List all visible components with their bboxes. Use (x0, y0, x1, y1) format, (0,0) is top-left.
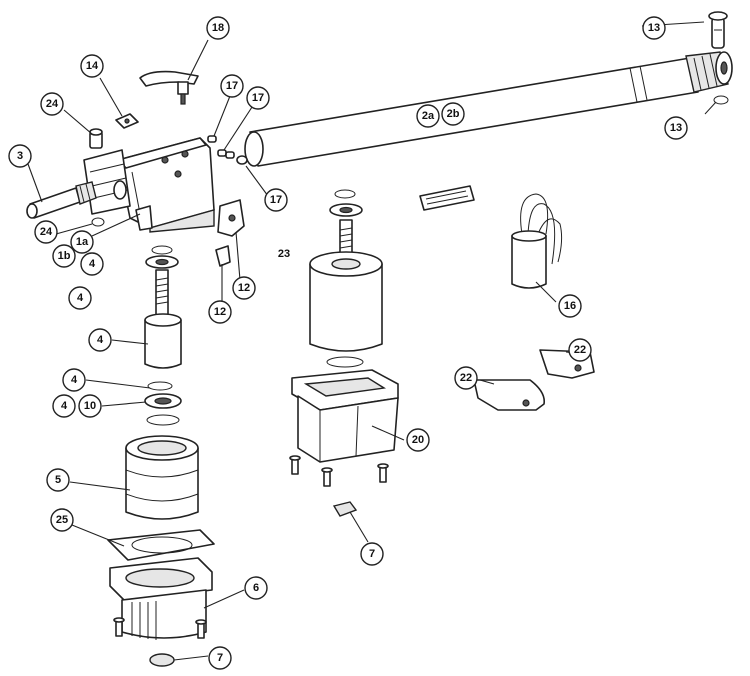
callout-6: 6 (244, 576, 268, 600)
svg-text:17: 17 (226, 80, 238, 92)
callout-1a: 1a (70, 230, 94, 254)
callout-1b: 1b (52, 244, 76, 268)
svg-text:4: 4 (97, 334, 104, 346)
svg-text:13: 13 (670, 122, 682, 134)
svg-text:1a: 1a (76, 236, 89, 248)
callout-14: 14 (80, 54, 104, 78)
callout-24-top: 24 (40, 92, 64, 116)
rod-end-pin-icon (708, 11, 728, 49)
svg-text:3: 3 (17, 150, 23, 162)
svg-text:4: 4 (61, 400, 68, 412)
gearbox-head-icon (83, 137, 215, 233)
callout-25: 25 (50, 508, 74, 532)
svg-text:1b: 1b (58, 250, 71, 262)
svg-text:5: 5 (55, 474, 61, 486)
svg-text:7: 7 (369, 548, 375, 560)
callout-3: 3 (8, 144, 32, 168)
bearing-washer-icon (329, 189, 363, 217)
callout-12-b: 12 (208, 300, 232, 324)
mount-bracket-icon (215, 199, 245, 267)
callout-10: 10 (78, 394, 102, 418)
callout-5: 5 (46, 468, 70, 492)
callout-13-top: 13 (642, 16, 666, 40)
svg-text:16: 16 (564, 300, 576, 312)
svg-text:10: 10 (84, 400, 96, 412)
clip-ring-icon (704, 95, 729, 115)
pin-set-icon (207, 135, 248, 165)
motor-housing-icon (109, 557, 213, 640)
label-plate-icon (419, 185, 475, 211)
callout-2a: 2a (416, 104, 440, 128)
callout-7-b: 7 (208, 646, 232, 670)
svg-text:17: 17 (270, 194, 282, 206)
callout-24-low: 24 (34, 220, 58, 244)
callout-22-b: 22 (454, 366, 478, 390)
callout-17-c: 17 (264, 188, 288, 212)
callout-17-a: 17 (220, 74, 244, 98)
bushing-icon (89, 128, 103, 149)
svg-text:12: 12 (238, 282, 250, 294)
svg-text:17: 17 (252, 92, 264, 104)
callout-18: 18 (206, 16, 230, 40)
callout-12-a: 12 (232, 276, 256, 300)
drive-shaft-icon (26, 181, 97, 219)
svg-text:22: 22 (460, 372, 472, 384)
callout-22-a: 22 (568, 338, 592, 362)
cap-icon (332, 501, 358, 517)
bearing-washer-icon (145, 245, 179, 269)
rotor-icon (144, 313, 182, 369)
capacitor-icon (511, 193, 563, 289)
label-23: 23 (278, 248, 290, 260)
release-key-icon (139, 70, 199, 105)
motor-cylinder-icon (309, 251, 383, 352)
svg-text:13: 13 (648, 22, 660, 34)
callout-4-d: 4 (62, 368, 86, 392)
callout-17-b: 17 (246, 86, 270, 110)
callout-4-e: 4 (52, 394, 76, 418)
gasket-icon (107, 529, 215, 561)
svg-text:25: 25 (56, 514, 68, 526)
svg-text:14: 14 (86, 60, 99, 72)
svg-text:20: 20 (412, 434, 424, 446)
svg-text:7: 7 (217, 652, 223, 664)
gearbox-housing-icon (291, 369, 399, 463)
callout-7-a: 7 (360, 542, 384, 566)
svg-text:22: 22 (574, 344, 586, 356)
washer-icon (91, 217, 105, 227)
actuator-tube-icon (244, 51, 733, 167)
callout-13-side: 13 (664, 116, 688, 140)
callout-4-a: 4 (80, 252, 104, 276)
callout-4-b: 4 (68, 286, 92, 310)
leader-lines (27, 21, 705, 661)
svg-text:18: 18 (212, 22, 224, 34)
callout-4-c: 4 (88, 328, 112, 352)
svg-text:4: 4 (77, 292, 84, 304)
callout-20: 20 (406, 428, 430, 452)
bearing-icon (144, 393, 182, 409)
svg-text:4: 4 (89, 258, 96, 270)
svg-text:23: 23 (278, 248, 290, 260)
svg-text:4: 4 (71, 374, 78, 386)
svg-text:2a: 2a (422, 110, 435, 122)
o-ring-icon (326, 356, 364, 368)
screw-set-icon (113, 617, 207, 639)
screw-set-icon (289, 455, 389, 487)
washer-icon (147, 381, 173, 391)
svg-text:6: 6 (253, 582, 259, 594)
worm-shaft-icon (155, 269, 169, 321)
lock-tab-icon (115, 113, 139, 129)
callout-2b: 2b (441, 102, 465, 126)
stator-cylinder-icon (125, 435, 199, 520)
callout-16: 16 (558, 294, 582, 318)
svg-text:24: 24 (46, 98, 59, 110)
cap-icon (149, 653, 175, 667)
o-ring-icon (146, 414, 180, 426)
svg-text:12: 12 (214, 306, 226, 318)
svg-text:2b: 2b (447, 108, 460, 120)
svg-text:24: 24 (40, 226, 53, 238)
